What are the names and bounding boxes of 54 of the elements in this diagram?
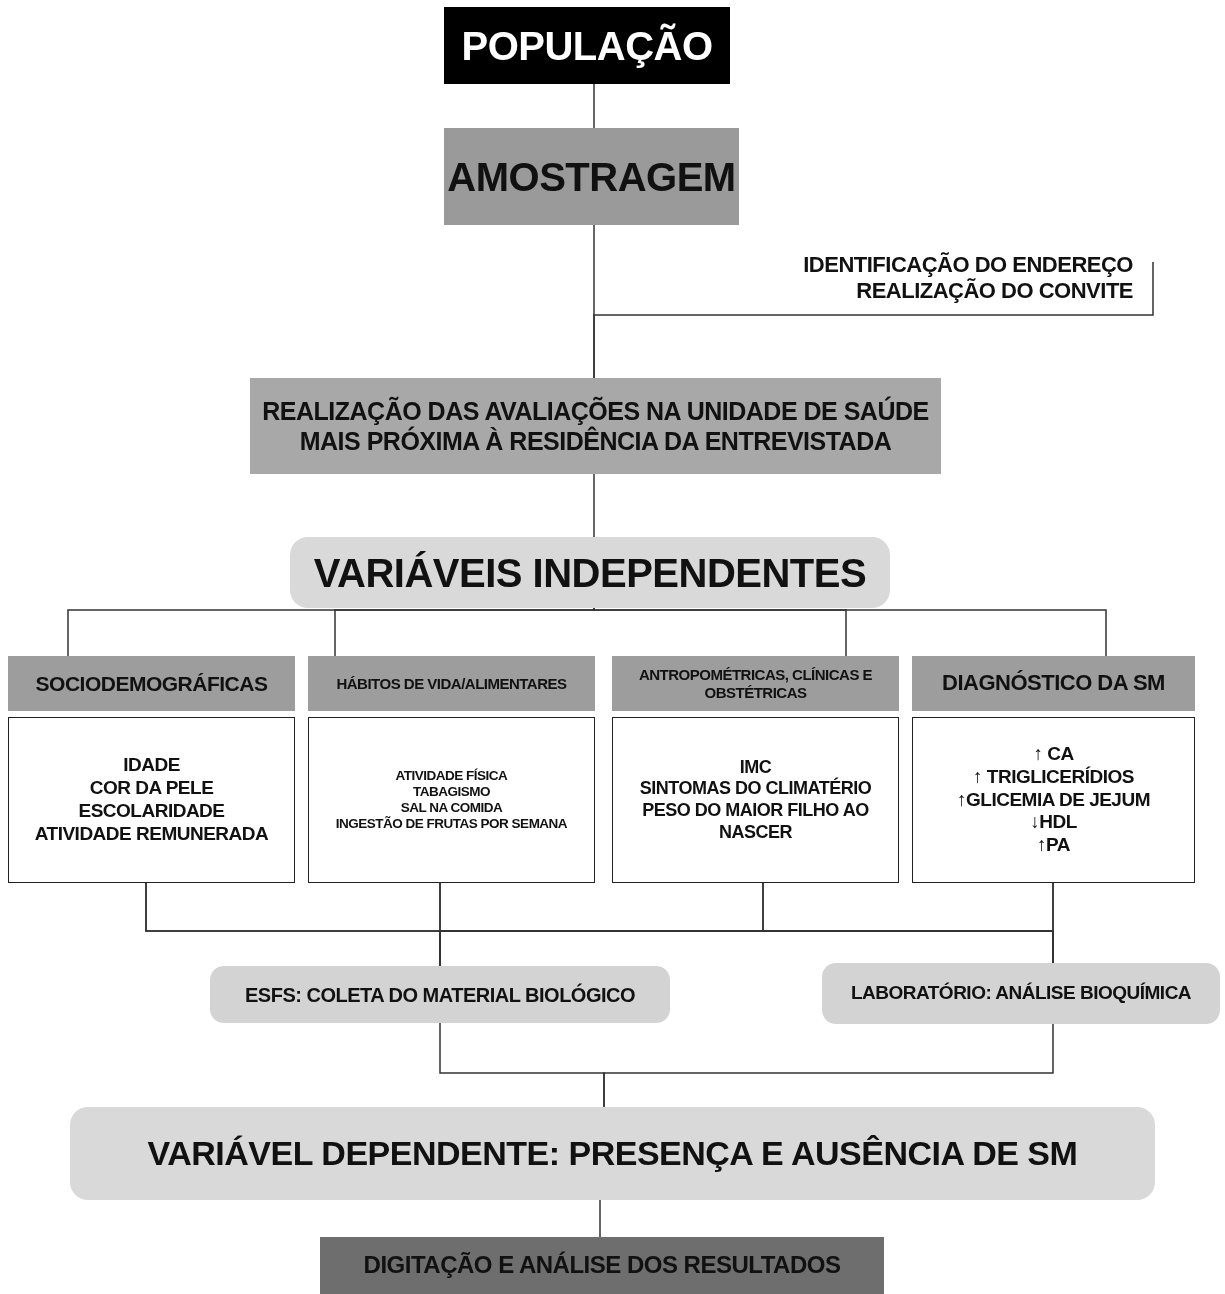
category-header	[8, 656, 295, 711]
variable-list-box	[612, 717, 899, 883]
node-text: DIAGNÓSTICO DA SM	[942, 670, 1165, 697]
node-text: REALIZAÇÃO DO CONVITE	[856, 278, 1133, 305]
node-text: SINTOMAS DO CLIMATÉRIO	[639, 778, 872, 800]
node-text: ↑ TRIGLICERÍDIOS	[973, 765, 1134, 789]
node-text: ANTROPOMÉTRICAS, CLÍNICAS E OBSTÉTRICAS	[637, 665, 874, 702]
variable-list-box	[8, 717, 295, 883]
node-text: HÁBITOS DE VIDA/ALIMENTARES	[336, 674, 567, 693]
category-header	[912, 656, 1195, 711]
connector-line	[593, 607, 1107, 657]
connector-line	[334, 607, 595, 657]
node-text: LABORATÓRIO: ANÁLISE BIOQUÍMICA	[850, 982, 1192, 1005]
title-box	[444, 7, 730, 84]
node-text: INGESTÃO DE FRUTAS POR SEMANA	[335, 816, 568, 833]
node-text: SAL NA COMIDA	[400, 800, 503, 816]
variable-list-box	[912, 717, 1195, 883]
process-box	[250, 378, 941, 474]
connector-line	[593, 261, 1154, 379]
connector-line	[1052, 882, 1054, 964]
node-text: ATIVIDADE REMUNERADA	[34, 822, 269, 846]
node-text: PESO DO MAIOR FILHO AO NASCER	[641, 800, 870, 844]
process-box	[320, 1237, 884, 1294]
node-text: ↑PA	[1037, 834, 1070, 857]
rounded-box	[210, 966, 670, 1023]
node-text: IMC	[739, 756, 772, 777]
node-text: IDADE	[123, 754, 180, 778]
connector-line	[593, 83, 595, 129]
connector-line	[599, 1199, 601, 1238]
node-text: ATIVIDADE FÍSICA	[395, 767, 508, 784]
category-header	[612, 656, 899, 711]
node-text: POPULAÇÃO	[461, 22, 713, 70]
connector-line	[603, 1023, 1054, 1108]
node-text: VARIÁVEL DEPENDENTE: PRESENÇA E AUSÊNCIA DE SM	[147, 1133, 1078, 1174]
node-text: REALIZAÇÃO DAS AVALIAÇÕES NA UNIDADE DE SAÚDE MAIS PRÓXIMA À RESIDÊNCIA DA ENTREVISTADA	[261, 396, 930, 456]
node-text: IDENTIFICAÇÃO DO ENDEREÇO	[803, 251, 1133, 278]
variable-list-box	[308, 717, 595, 883]
category-header	[308, 656, 595, 711]
node-text: ESFS: COLETA DO MATERIAL BIOLÓGICO	[245, 982, 635, 1007]
rounded-box	[290, 537, 890, 608]
node-text: ESCOLARIDADE	[78, 800, 225, 823]
node-text: TABAGISMO	[413, 783, 490, 800]
node-text: ↑GLICEMIA DE JEJUM	[957, 788, 1150, 812]
node-text: DIGITAÇÃO E ANÁLISE DOS RESULTADOS	[363, 1251, 841, 1280]
node-text: ↑ CA	[1033, 743, 1074, 766]
rounded-box	[822, 963, 1220, 1024]
process-box	[444, 128, 739, 225]
node-text: COR DA PELE	[89, 777, 214, 800]
node-text: ↓HDL	[1030, 811, 1077, 835]
node-text: VARIÁVEIS INDEPENDENTES	[313, 549, 867, 597]
connector-line	[593, 473, 595, 538]
node-text: AMOSTRAGEM	[447, 153, 736, 201]
node-text: SOCIODEMOGRÁFICAS	[35, 670, 268, 697]
rounded-box	[70, 1107, 1155, 1200]
